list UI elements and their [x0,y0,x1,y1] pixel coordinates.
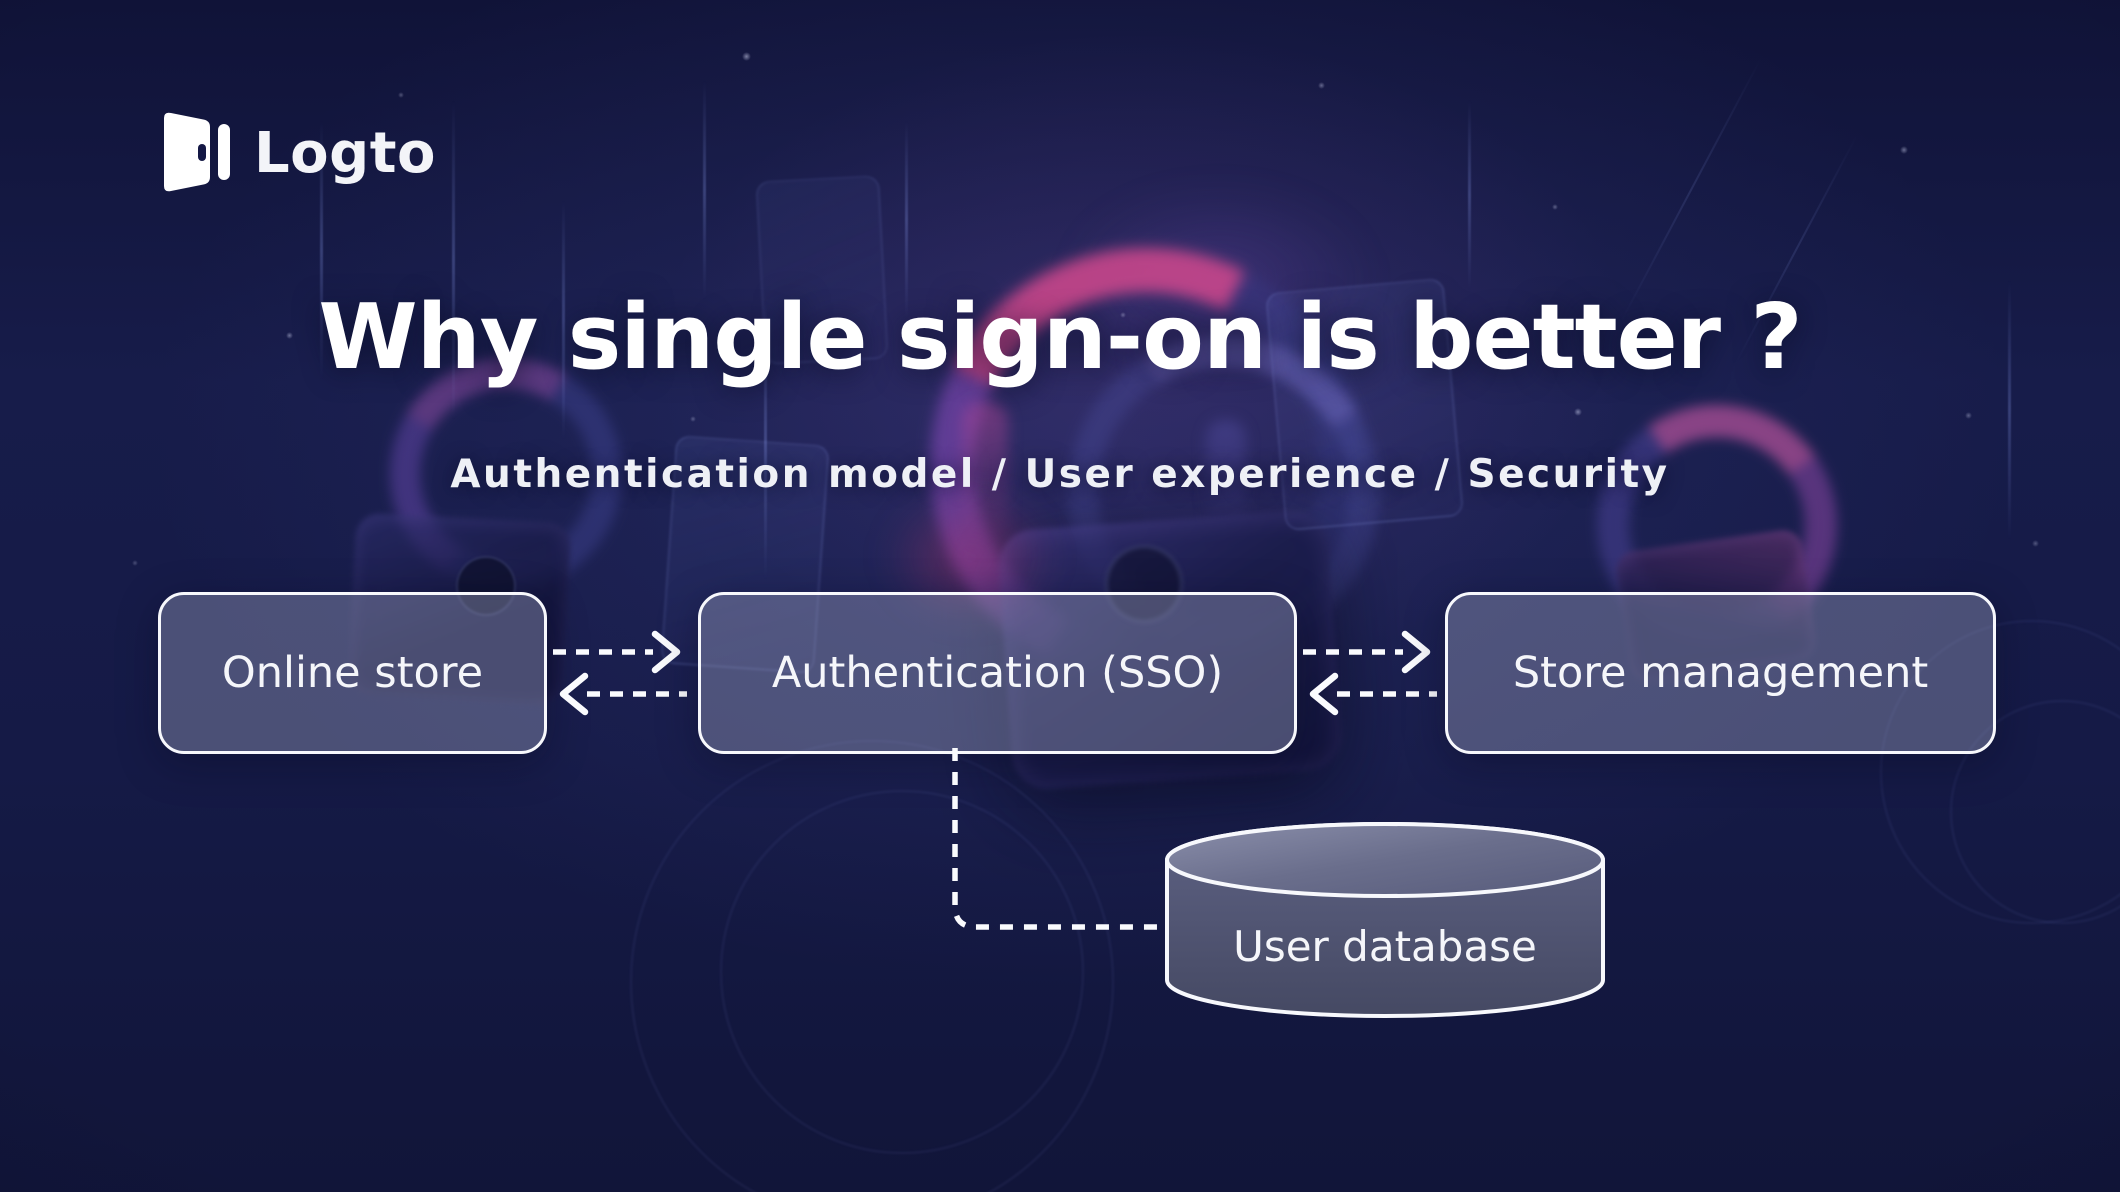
node-label: Store management [1512,648,1929,698]
database-cylinder-icon [1165,822,1605,1018]
node-label: Authentication (SSO) [771,648,1224,698]
page-title: Why single sign-on is better ? [318,285,1802,390]
logto-door-icon [158,110,234,198]
diagram-node-store-management: Store management [1445,592,1996,754]
diagram-node-online-store: Online store [158,592,547,754]
page-subtitle: Authentication model / User experience /… [450,452,1670,497]
dashed-bidirectional-arrows-icon [1303,630,1437,716]
logto-logo: Logto [158,110,436,198]
dashed-bidirectional-arrows-icon [553,630,687,716]
node-label: Online store [221,648,484,698]
dashed-elbow-connector [952,748,1167,930]
diagram-node-authentication-sso: Authentication (SSO) [698,592,1297,754]
diagram-node-user-database-label: User database [1233,922,1537,971]
brand-name: Logto [254,121,436,186]
